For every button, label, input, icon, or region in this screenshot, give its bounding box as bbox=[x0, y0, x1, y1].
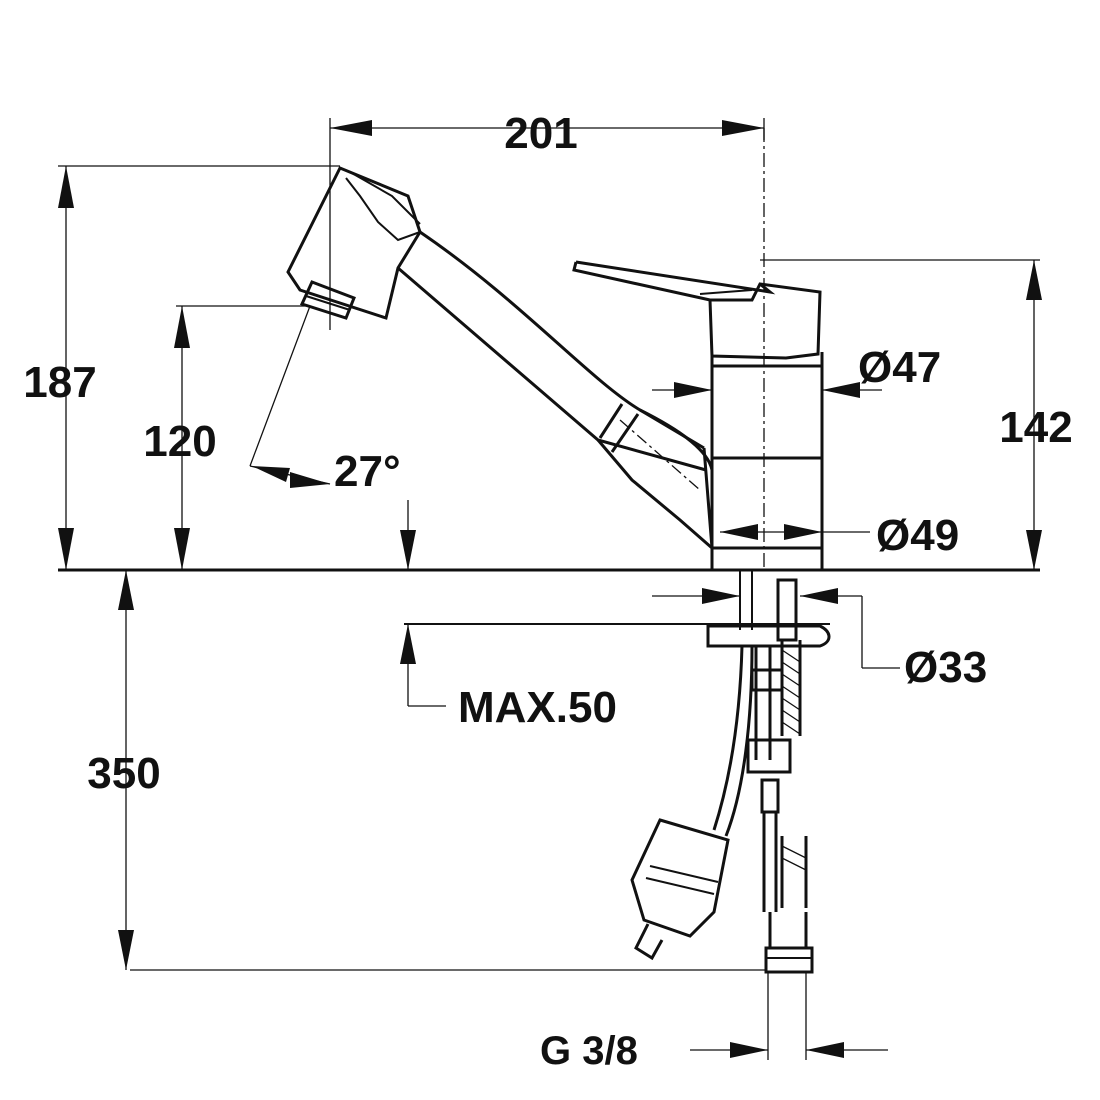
arrow-187-top bbox=[58, 166, 74, 208]
spray-head-ridge-2 bbox=[349, 171, 421, 225]
dim-label-max50: MAX.50 bbox=[458, 683, 617, 732]
lever-bevel bbox=[699, 289, 753, 295]
spout-axis bbox=[619, 419, 701, 491]
arrow-max50-up bbox=[400, 624, 416, 664]
arrow-33-right bbox=[800, 588, 838, 604]
lever-top bbox=[575, 260, 776, 295]
braid-hatch bbox=[781, 649, 801, 735]
supply-pipe-left bbox=[754, 646, 772, 760]
bottom-pipe bbox=[768, 912, 808, 948]
arrow-120-top bbox=[174, 306, 190, 348]
hose-weight bbox=[630, 818, 730, 938]
dim-label-diameter-47: Ø47 bbox=[858, 343, 941, 392]
dim-label-27deg: 27° bbox=[334, 447, 401, 496]
arrow-g38-left bbox=[730, 1042, 768, 1058]
body-column bbox=[710, 352, 824, 548]
arrow-27-right bbox=[290, 472, 330, 488]
supply-fitting-top bbox=[776, 578, 798, 642]
arrow-142-bottom bbox=[1026, 530, 1042, 570]
arrow-49-right bbox=[784, 524, 822, 540]
arrow-187-bottom bbox=[58, 528, 74, 570]
faucet-outline bbox=[58, 166, 1040, 974]
arrow-counter-down bbox=[400, 530, 416, 570]
dim-label-187: 187 bbox=[23, 358, 96, 407]
bottom-nut bbox=[764, 946, 814, 974]
dimension-labels: 201 187 120 27° 142 Ø47 Ø49 Ø33 MAX.50 3… bbox=[23, 109, 1072, 1073]
arrow-27-left bbox=[252, 466, 290, 482]
dim-label-201: 201 bbox=[504, 109, 577, 158]
supply-nut-2 bbox=[746, 738, 792, 774]
arrow-201-left bbox=[330, 120, 372, 136]
spray-head-ridge bbox=[345, 177, 421, 242]
arrow-33-left bbox=[702, 588, 740, 604]
arrow-g38-right bbox=[806, 1042, 844, 1058]
spout-arm-lower bbox=[596, 439, 713, 550]
nozzle-line bbox=[305, 295, 351, 311]
shank bbox=[739, 570, 753, 630]
arrow-142-top bbox=[1026, 260, 1042, 300]
arrow-350-top bbox=[118, 570, 134, 610]
body-base bbox=[710, 546, 824, 572]
spout-band bbox=[598, 403, 640, 453]
dim-label-350: 350 bbox=[87, 749, 160, 798]
dim-label-diameter-49: Ø49 bbox=[876, 511, 959, 560]
spout-arm bbox=[397, 230, 707, 472]
braid-hatch-lower bbox=[781, 845, 807, 871]
hose-weight-band-2 bbox=[645, 877, 715, 895]
arrow-49-left bbox=[720, 524, 758, 540]
dim-label-120: 120 bbox=[143, 417, 216, 466]
dim-label-g38: G 3/8 bbox=[540, 1029, 638, 1073]
dimension-lines bbox=[58, 118, 1042, 1060]
arrow-47-left bbox=[674, 382, 712, 398]
arrow-201-right bbox=[722, 120, 764, 136]
supply-nut-3 bbox=[760, 778, 780, 814]
spray-head bbox=[286, 166, 422, 320]
braided-hose-lower bbox=[780, 836, 808, 908]
braided-hose-right bbox=[780, 640, 802, 736]
arrow-120-bottom bbox=[174, 528, 190, 570]
lever-handle bbox=[572, 261, 822, 360]
dim-label-diameter-33: Ø33 bbox=[904, 643, 987, 692]
dim-label-142: 142 bbox=[999, 403, 1072, 452]
arrow-47-right bbox=[822, 382, 860, 398]
mount-washer bbox=[706, 624, 831, 648]
arrow-350-bottom bbox=[118, 930, 134, 970]
hose-end bbox=[634, 923, 664, 961]
spout-neck bbox=[639, 408, 714, 549]
supply-pipe-lower bbox=[762, 812, 778, 912]
spray-nozzle bbox=[299, 280, 356, 320]
pullout-hose bbox=[712, 645, 754, 837]
hose-weight-band bbox=[649, 865, 719, 883]
